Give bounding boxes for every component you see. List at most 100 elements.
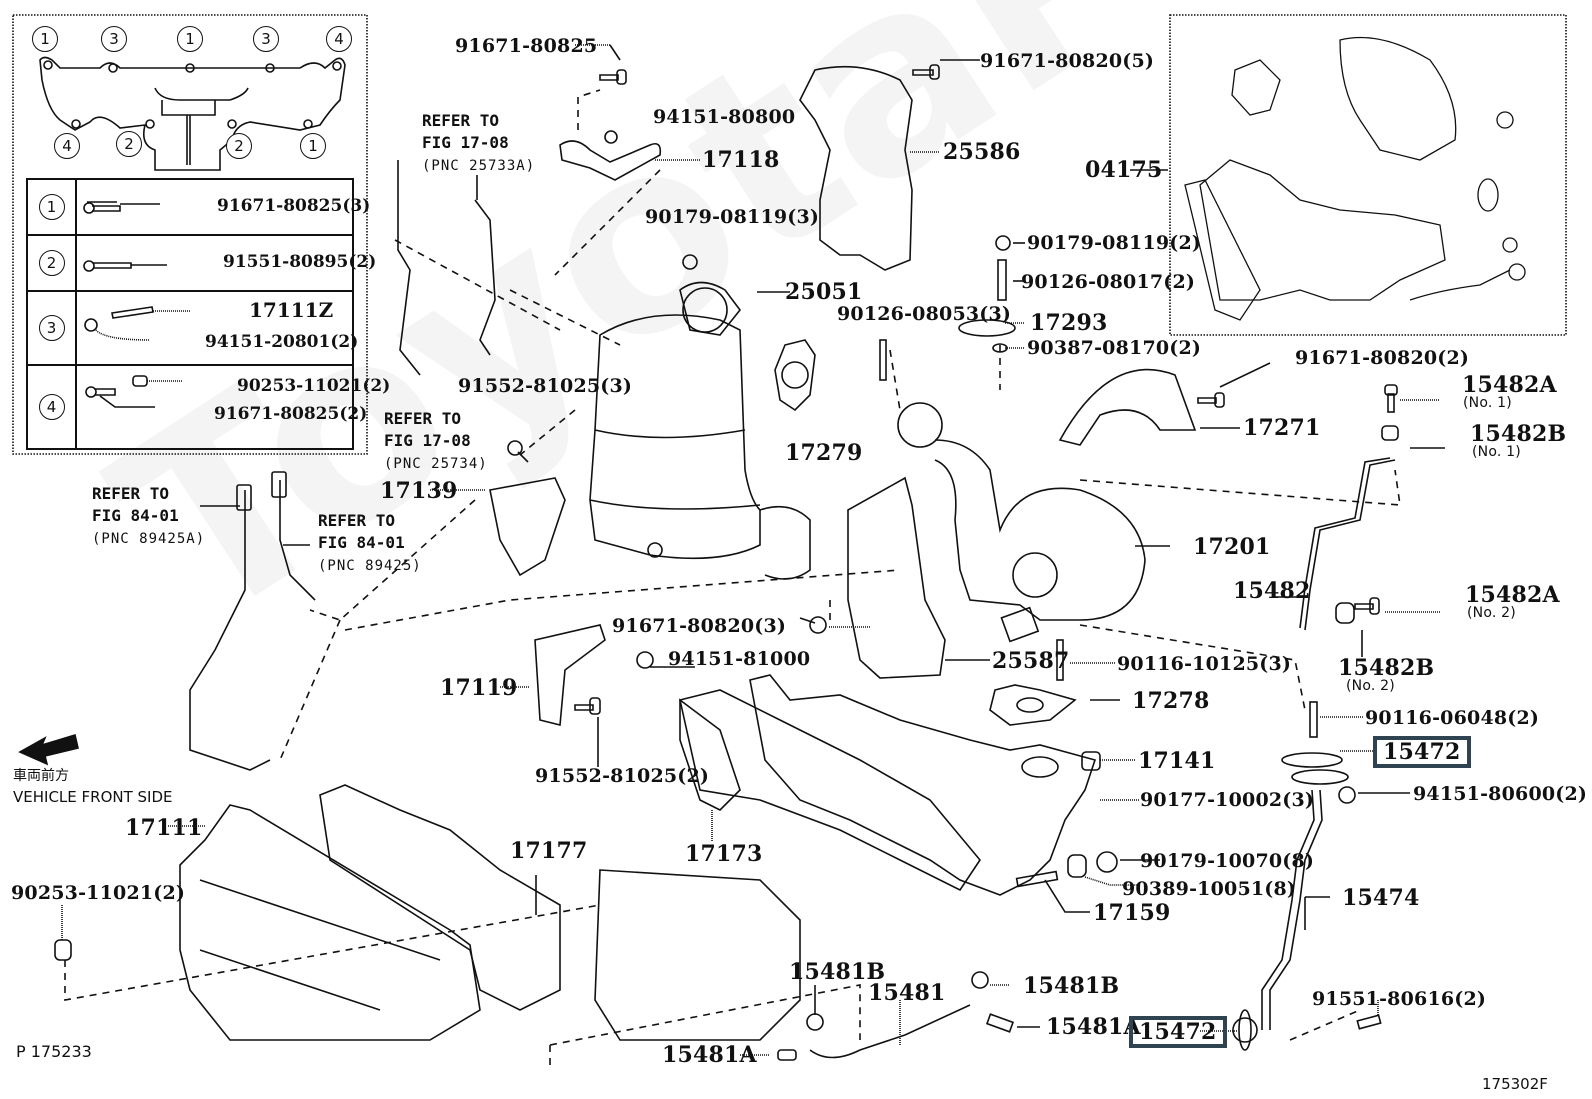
reference-line: FIG 84-01	[318, 533, 405, 552]
part-label[interactable]: 15481B	[789, 959, 886, 985]
part-label[interactable]: 91671-80820(3)	[612, 615, 787, 637]
part-label[interactable]: 25587	[992, 648, 1070, 674]
part-sublabel: (No. 1)	[1463, 395, 1512, 411]
part-label-highlighted[interactable]: 15472	[1373, 736, 1471, 768]
part-label[interactable]: 25051	[785, 279, 863, 305]
part-label[interactable]: 17201	[1193, 534, 1271, 560]
part-label[interactable]: 91552-81025(3)	[458, 375, 633, 397]
part-number[interactable]: 94151-20801(2)	[205, 332, 359, 352]
heat-insulator-17271	[1058, 368, 1197, 446]
part-label-highlighted[interactable]: 15472	[1129, 1016, 1227, 1048]
part-label[interactable]: 91671-80820(5)	[980, 50, 1155, 72]
sensor-wire-25733A	[474, 199, 496, 356]
part-label[interactable]: 17119	[440, 675, 518, 701]
reference-line: REFER TO	[92, 484, 170, 503]
part-label[interactable]: 17278	[1132, 688, 1210, 714]
gasket-17177	[319, 784, 561, 1011]
marker-bottom-3: 2	[226, 133, 252, 159]
part-label[interactable]: 15481A	[1046, 1014, 1141, 1040]
bolt-row-index: 4	[38, 394, 65, 420]
bolt-table: 1 91671-80825(3) 2 91551-80895(2) 3 1711…	[26, 178, 390, 450]
part-label[interactable]: 90177-10002(3)	[1140, 789, 1315, 811]
part-label[interactable]: 90116-06048(2)	[1365, 707, 1540, 729]
part-label[interactable]: 17139	[380, 478, 458, 504]
reference-pnc: (PNC 25734)	[384, 456, 488, 472]
part-label[interactable]: 15482A	[1465, 582, 1560, 608]
part-sublabel: (No. 1)	[1472, 444, 1521, 460]
sensor-wire-25734	[397, 160, 421, 376]
reference-note-89425A[interactable]: REFER TO FIG 84-01 (PNC 89425A)	[92, 483, 205, 550]
part-label[interactable]: 17271	[1243, 415, 1321, 441]
vehicle-front-label: VEHICLE FRONT SIDE	[13, 788, 173, 806]
part-label[interactable]: 90179-08119(3)	[645, 206, 820, 228]
reference-pnc: (PNC 89425)	[318, 558, 422, 574]
heat-shield-25586	[799, 65, 913, 271]
turbocharger-17201	[897, 402, 1146, 643]
vehicle-front-jp: 車両前方	[13, 768, 69, 784]
engine-block-partial	[594, 869, 801, 1041]
gasket-17278	[989, 684, 1077, 726]
reference-pnc: (PNC 89425A)	[92, 531, 206, 547]
part-label[interactable]: 94151-81000	[668, 648, 811, 670]
part-label[interactable]: 90179-10070(8)	[1140, 850, 1315, 872]
part-label[interactable]: 90126-08017(2)	[1021, 271, 1196, 293]
reference-line: REFER TO	[422, 111, 500, 130]
part-label[interactable]: 90126-08053(3)	[837, 303, 1012, 325]
reference-note-89425[interactable]: REFER TO FIG 84-01 (PNC 89425)	[318, 510, 422, 577]
reference-note-25733A[interactable]: REFER TO FIG 17-08 (PNC 25733A)	[422, 110, 535, 177]
reference-pnc: (PNC 25733A)	[422, 158, 536, 174]
part-label[interactable]: 15474	[1342, 885, 1420, 911]
bracket-17139	[489, 477, 566, 577]
part-label[interactable]: 90387-08170(2)	[1027, 337, 1202, 359]
part-label[interactable]: 15481B	[1023, 973, 1120, 999]
figure-id: P 175233	[16, 1042, 92, 1061]
part-number[interactable]: 91671-80825(2)	[214, 404, 368, 424]
part-label[interactable]: 91552-81025(2)	[535, 765, 710, 787]
reference-line: REFER TO	[384, 409, 462, 428]
part-label[interactable]: 90389-10051(8)	[1122, 878, 1297, 900]
bolt-layout-inset-frame	[12, 14, 368, 455]
part-sublabel: (No. 2)	[1467, 605, 1516, 621]
part-label[interactable]: 25586	[943, 139, 1021, 165]
part-label[interactable]: 90179-08119(2)	[1027, 232, 1202, 254]
part-label[interactable]: 15481A	[662, 1042, 757, 1068]
part-label[interactable]: 91671-80820(2)	[1295, 347, 1470, 369]
part-label[interactable]: 91671-80825	[455, 35, 598, 57]
part-label[interactable]: 90253-11021(2)	[11, 882, 186, 904]
part-label[interactable]: 17293	[1030, 310, 1108, 336]
marker-bottom-1: 4	[54, 133, 80, 159]
part-label[interactable]: 17111	[125, 815, 203, 841]
part-label[interactable]: 15482B	[1470, 421, 1567, 447]
part-label[interactable]: 15482A	[1462, 372, 1557, 398]
part-sublabel: (No. 2)	[1346, 678, 1395, 694]
bolt-row: 1 91671-80825(3)	[26, 178, 370, 236]
part-number[interactable]: 91671-80825(3)	[217, 196, 371, 216]
part-label[interactable]: 17118	[702, 147, 780, 173]
illustration-id: 175302F	[1482, 1075, 1548, 1093]
part-label-04175[interactable]: 04175	[1085, 157, 1163, 183]
part-label[interactable]: 17279	[785, 440, 863, 466]
part-number[interactable]: 91551-80895(2)	[223, 252, 377, 272]
part-label[interactable]: 17173	[685, 841, 763, 867]
part-label[interactable]: 91551-80616(2)	[1312, 988, 1487, 1010]
intake-manifold-17111	[179, 804, 481, 1041]
oil-pipe-15482	[1304, 459, 1396, 631]
part-label[interactable]: 94151-80600(2)	[1413, 783, 1588, 805]
part-label[interactable]: 17177	[510, 838, 588, 864]
heat-shield-25587	[847, 476, 946, 679]
part-label[interactable]: 15481	[868, 980, 946, 1006]
part-label[interactable]: 17141	[1138, 748, 1216, 774]
part-label[interactable]: 17159	[1093, 900, 1171, 926]
part-number[interactable]: 90253-11021(2)	[237, 376, 391, 396]
part-number[interactable]: 17111Z	[249, 298, 334, 322]
bolt-row-index: 3	[38, 315, 65, 341]
part-label[interactable]: 90116-10125(3)	[1117, 653, 1292, 675]
part-label[interactable]: 94151-80800	[653, 106, 796, 128]
reference-note-25734[interactable]: REFER TO FIG 17-08 (PNC 25734)	[384, 408, 488, 475]
marker-top-1: 1	[32, 26, 58, 52]
part-label[interactable]: 15482	[1233, 578, 1311, 604]
bolt-row-index: 1	[38, 194, 65, 220]
relation-lines	[64, 89, 1401, 1065]
part-label[interactable]: 15482B	[1338, 655, 1435, 681]
